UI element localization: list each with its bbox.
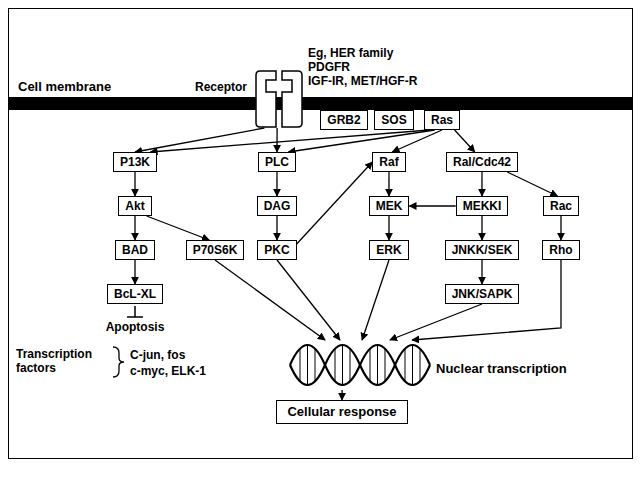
- cell-membrane-bar: [9, 97, 632, 110]
- node-label: Rac: [550, 199, 572, 213]
- node-label: MEKKI: [463, 199, 502, 213]
- node-label: Raf: [379, 155, 398, 169]
- signal-arrow: [455, 130, 475, 152]
- process-box: MEKKI: [456, 196, 509, 216]
- signal-arrow: [388, 172, 389, 196]
- signal-arrow: [276, 172, 277, 196]
- signal-arrow: [297, 162, 373, 244]
- process-box: JNKK/SEK: [445, 240, 520, 260]
- node-label: Receptor: [195, 80, 247, 94]
- process-box: MEK: [369, 196, 410, 216]
- signal-arrow: [134, 172, 135, 196]
- node-label: MEK: [376, 199, 403, 213]
- node-label: P13K: [120, 155, 150, 169]
- signal-arrow: [134, 216, 135, 240]
- process-box: BAD: [115, 240, 155, 260]
- receptor-symbol: [282, 71, 302, 127]
- receptor-symbol: [256, 71, 276, 127]
- signal-arrow: [560, 216, 561, 240]
- process-box: GRB2: [320, 110, 367, 130]
- process-box: Rac: [543, 196, 579, 216]
- annotation-label: Transcription factors: [16, 347, 111, 375]
- node-label: Akt: [125, 199, 144, 213]
- node-label: P70S6K: [193, 243, 238, 257]
- node-label: SOS: [381, 113, 406, 127]
- node-label: Nuclear transcription: [436, 362, 567, 376]
- node-label: BcL-XL: [114, 287, 156, 301]
- labelled-shape: Receptor: [255, 70, 302, 128]
- signal-arrow: [276, 128, 277, 152]
- annotation-label: c-myc, ELK-1: [130, 364, 206, 378]
- node-label: Cellular response: [287, 404, 396, 420]
- bracket: [113, 347, 124, 377]
- process-box: ERK: [369, 240, 408, 260]
- annotation-label: Apoptosis: [106, 320, 165, 334]
- signal-arrow: [276, 216, 277, 240]
- node-label: DAG: [264, 199, 291, 213]
- node-label: Ral/Cdc42: [453, 155, 511, 169]
- process-box: Cellular response: [276, 400, 407, 424]
- signal-arrow: [288, 130, 434, 152]
- signal-arrow: [277, 260, 340, 340]
- signal-arrow: [481, 260, 482, 284]
- node-label: PKC: [264, 243, 289, 257]
- process-box: Ras: [424, 110, 460, 130]
- process-box: PKC: [257, 240, 296, 260]
- signal-arrow: [388, 216, 389, 240]
- node-label: Rho: [549, 243, 572, 257]
- process-box: Rho: [542, 240, 579, 260]
- process-box: Raf: [372, 152, 405, 172]
- process-box: BcL-XL: [107, 284, 163, 304]
- process-box: JNK/SAPK: [445, 284, 520, 304]
- inhibition-line: [127, 306, 143, 317]
- signal-arrow: [341, 390, 342, 400]
- annotation-label: PDGFR: [308, 60, 350, 74]
- process-box: SOS: [374, 110, 413, 130]
- process-box: P13K: [113, 152, 157, 172]
- signal-arrow: [409, 205, 455, 206]
- process-box: Akt: [118, 196, 151, 216]
- signal-arrow: [147, 216, 209, 240]
- dna-helix: [290, 345, 430, 385]
- signal-arrow: [412, 260, 561, 340]
- signal-arrow: [481, 216, 482, 240]
- signal-arrow: [134, 260, 135, 284]
- signal-arrow: [481, 172, 482, 196]
- signal-arrow: [362, 260, 389, 340]
- signal-arrow: [390, 304, 482, 340]
- node-label: JNKK/SEK: [452, 243, 513, 257]
- labelled-shape: Nuclear transcription: [290, 340, 560, 390]
- signal-arrow: [392, 130, 442, 152]
- process-box: DAG: [257, 196, 298, 216]
- node-label: Ras: [431, 113, 453, 127]
- annotation-label: IGF-IR, MET/HGF-R: [308, 74, 417, 88]
- node-label: PLC: [265, 155, 289, 169]
- helix-strand: [290, 345, 430, 385]
- signal-arrow: [150, 130, 429, 152]
- signal-arrow: [507, 172, 557, 196]
- node-label: ERK: [376, 243, 401, 257]
- node-label: JNK/SAPK: [452, 287, 513, 301]
- annotation-label: Cell membrane: [18, 80, 111, 94]
- annotation-label: Eg, HER family: [308, 46, 393, 60]
- process-box: P70S6K: [186, 240, 245, 260]
- annotation-label: C-jun, fos: [130, 348, 185, 362]
- node-label: BAD: [122, 243, 148, 257]
- helix-strand: [290, 345, 430, 385]
- figure-frame: [9, 9, 633, 459]
- node-label: GRB2: [327, 113, 360, 127]
- process-box: Ral/Cdc42: [446, 152, 518, 172]
- process-box: PLC: [258, 152, 296, 172]
